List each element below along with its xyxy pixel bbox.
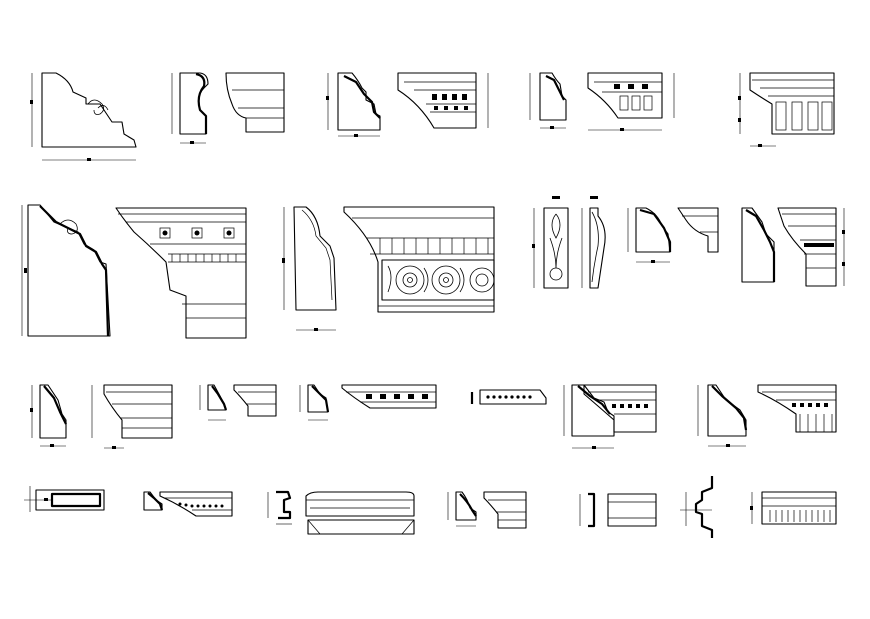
ogee-profile <box>282 206 337 331</box>
crown-elevation-f <box>159 491 233 517</box>
rail-elevation <box>607 493 657 527</box>
small-profile-b <box>199 384 228 421</box>
cove-small-elevation <box>677 207 719 253</box>
dentil-elevation-d <box>583 384 657 433</box>
cove-elevation-g <box>483 491 527 529</box>
dentil-elevation <box>397 72 489 129</box>
stepped-profile <box>741 207 776 283</box>
small-elevation-b <box>233 384 277 417</box>
corbel-pair <box>532 196 606 289</box>
section-slot <box>24 486 105 512</box>
dentil-elevation-e <box>757 384 837 433</box>
bead-strip <box>470 389 547 405</box>
cove-elevation <box>225 72 285 133</box>
plinth-elevation <box>305 491 415 535</box>
entablature-elevation <box>115 207 247 339</box>
dentil-profile-d <box>563 384 615 449</box>
rail-profile <box>579 492 596 528</box>
bracket-crown-profile <box>21 204 111 337</box>
step-profile-a <box>30 384 67 447</box>
crown-profile-f <box>143 491 164 511</box>
cap-section <box>680 476 714 538</box>
dentil-profile <box>326 72 381 137</box>
capital-elevation <box>777 207 845 287</box>
step-elevation-a <box>91 384 173 449</box>
small-profile-c <box>299 384 330 421</box>
crown-profile-large <box>30 72 137 161</box>
dentil-profile-e <box>697 384 748 447</box>
cove-profile <box>171 72 209 144</box>
frieze-elevation <box>343 206 495 313</box>
corinthian-elevation <box>738 72 835 147</box>
modillion-elevation <box>587 72 675 131</box>
modillion-profile <box>529 72 567 129</box>
fluted-elevation <box>750 491 837 525</box>
dentil-strip <box>341 384 437 409</box>
cove-small-profile <box>627 207 672 263</box>
fillet-profile <box>267 490 292 525</box>
cove-profile-g <box>447 491 477 527</box>
